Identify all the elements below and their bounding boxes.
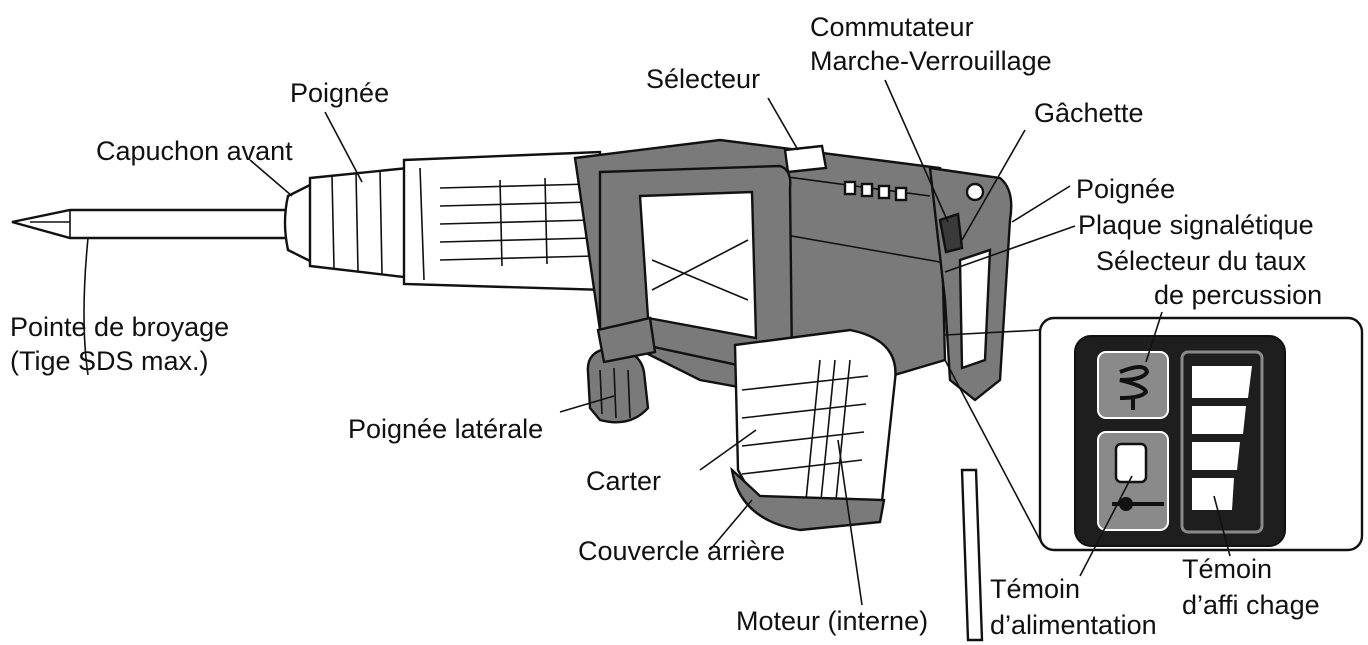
side-handle: [586, 164, 794, 424]
label-gachette: Gâchette: [1034, 98, 1144, 128]
display-indicator: [1180, 350, 1264, 534]
front-grip: [308, 166, 414, 280]
label-carter: Carter: [586, 466, 661, 496]
label-couvercle-arriere: Couvercle arrière: [578, 536, 785, 566]
label-selecteur-taux: Sélecteur du taux: [1096, 246, 1307, 276]
front-cap: [283, 182, 314, 264]
label-poignee-laterale: Poignée latérale: [348, 414, 543, 444]
display-indicator-segment: [1192, 366, 1252, 398]
label-selecteur: Sélecteur: [646, 64, 760, 94]
display-indicator-segment: [1192, 478, 1234, 510]
display-indicator-segment: [1192, 406, 1246, 434]
label-poignee-right: Poignée: [1076, 174, 1175, 204]
label-de-percussion: de percussion: [1154, 280, 1322, 310]
percussion-rate-selector-button[interactable]: [1097, 351, 1169, 419]
label-plaque-signaletique: Plaque signalétique: [1078, 210, 1314, 240]
label-temoin-alimentation-2: d’alimentation: [990, 610, 1157, 640]
label-tige-sds-max: (Tige SDS max.): [10, 346, 209, 376]
power-plug-icon: [1112, 497, 1164, 511]
label-pointe-de-broyage: Pointe de broyage: [10, 312, 229, 342]
label-capuchon-avant: Capuchon avant: [96, 136, 293, 166]
power-indicator: [1097, 431, 1169, 531]
label-marche-verrouillage: Marche-Verrouillage: [810, 46, 1052, 76]
label-moteur-interne: Moteur (interne): [736, 606, 928, 636]
labels: Commutateur Marche-Verrouillage Poignée …: [10, 12, 1322, 640]
motor-housing: [730, 328, 897, 532]
label-commutateur: Commutateur: [810, 12, 974, 42]
label-poignee-top: Poignée: [290, 78, 389, 108]
display-indicator-segment: [1192, 442, 1240, 470]
spiral-drill-icon: [1119, 365, 1150, 410]
chisel-bit: [11, 208, 292, 240]
label-temoin-affichage-2: d’affi chage: [1182, 590, 1320, 620]
label-temoin-alimentation-1: Témoin: [990, 574, 1080, 604]
label-temoin-affichage-1: Témoin: [1182, 554, 1272, 584]
hammer-illustration: [11, 138, 1013, 642]
leader-lines: [83, 79, 1231, 606]
barrel: [402, 150, 608, 292]
power-cord: [960, 468, 984, 642]
control-panel-inset: [944, 316, 1364, 552]
rear-handle: [928, 166, 1013, 402]
